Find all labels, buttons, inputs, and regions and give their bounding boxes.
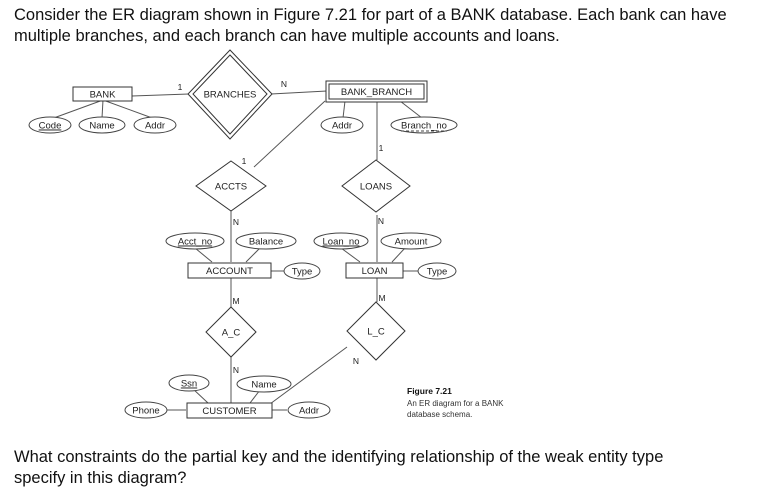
cardinality-loans-loan: N xyxy=(378,216,384,226)
figure-caption-line1: An ER diagram for a BANK xyxy=(407,399,504,408)
cardinality-ac-customer: N xyxy=(233,365,239,375)
attr-loan-type: Type xyxy=(417,262,457,280)
attr-branch-no-label: Branch_no xyxy=(401,121,447,132)
diagram-edges xyxy=(50,90,423,411)
attr-bank-name-label: Name xyxy=(89,121,114,132)
cardinality-accts-account: N xyxy=(233,217,239,227)
attr-acct-no: Acct_no xyxy=(165,232,225,250)
cardinality-branch-loans: 1 xyxy=(379,143,384,153)
question-prompt: What constraints do the partial key and … xyxy=(14,448,664,487)
cardinality-loan-lc: M xyxy=(378,293,385,303)
attr-acct-no-label: Acct_no xyxy=(178,237,212,248)
cardinality-branch-accts: 1 xyxy=(242,156,247,166)
entity-customer: CUSTOMER xyxy=(186,402,273,419)
attr-branch-addr-label: Addr xyxy=(332,121,352,132)
attr-loan-no-label: Loan_no xyxy=(323,237,360,248)
relationship-accts: ACCTS xyxy=(195,160,267,212)
relationship-a-c: A_C xyxy=(205,306,257,358)
attr-account-type-label: Type xyxy=(292,267,313,278)
attr-ssn-label: Ssn xyxy=(181,379,197,390)
attr-branch-no: Branch_no xyxy=(390,116,458,134)
attr-branch-addr: Addr xyxy=(320,116,364,134)
attr-amount: Amount xyxy=(380,232,442,250)
relationship-l-c: L_C xyxy=(346,301,406,361)
attr-amount-label: Amount xyxy=(395,237,428,248)
entity-bank-branch: BANK_BRANCH xyxy=(325,80,428,103)
cardinality-lc-customer: N xyxy=(353,356,359,366)
attr-bank-code-label: Code xyxy=(39,121,62,132)
entity-loan: LOAN xyxy=(345,262,404,279)
figure-caption: Figure 7.21 An ER diagram for a BANK dat… xyxy=(407,386,504,419)
attr-loan-type-label: Type xyxy=(427,267,448,278)
cardinality-branches-branch: N xyxy=(281,79,287,89)
attr-customer-addr-label: Addr xyxy=(299,406,319,417)
relationship-a-c-label: A_C xyxy=(222,328,241,339)
attr-account-type: Type xyxy=(283,262,321,280)
relationship-branches: BRANCHES xyxy=(187,49,273,140)
attr-balance: Balance xyxy=(235,232,297,250)
relationship-loans: LOANS xyxy=(341,159,411,213)
attr-phone-label: Phone xyxy=(132,406,159,417)
attr-customer-name: Name xyxy=(236,375,292,393)
attr-customer-name-label: Name xyxy=(251,380,276,391)
attr-bank-code: Code xyxy=(28,116,72,134)
attr-phone: Phone xyxy=(124,401,168,419)
attr-customer-addr: Addr xyxy=(287,401,331,419)
figure-caption-line2: database schema. xyxy=(407,410,472,419)
relationship-branches-label: BRANCHES xyxy=(204,90,257,101)
cardinality-bank-branches: 1 xyxy=(178,82,183,92)
relationship-loans-label: LOANS xyxy=(360,182,392,193)
attr-loan-no: Loan_no xyxy=(313,232,369,250)
attr-balance-label: Balance xyxy=(249,237,283,248)
attr-ssn: Ssn xyxy=(168,374,210,392)
attr-bank-name: Name xyxy=(78,116,126,134)
entity-account: ACCOUNT xyxy=(187,262,272,279)
figure-caption-title: Figure 7.21 xyxy=(407,386,452,396)
entity-bank-label: BANK xyxy=(90,90,117,101)
relationship-l-c-label: L_C xyxy=(367,327,385,338)
entity-loan-label: LOAN xyxy=(362,266,388,277)
attr-bank-addr-label: Addr xyxy=(145,121,165,132)
entity-customer-label: CUSTOMER xyxy=(202,406,256,417)
entity-account-label: ACCOUNT xyxy=(206,266,253,277)
relationship-accts-label: ACCTS xyxy=(215,182,247,193)
entity-bank: BANK xyxy=(72,86,133,102)
question-intro: Consider the ER diagram shown in Figure … xyxy=(14,6,727,45)
cardinality-account-ac: M xyxy=(232,296,239,306)
entity-bank-branch-label: BANK_BRANCH xyxy=(341,87,412,98)
attr-bank-addr: Addr xyxy=(133,116,177,134)
